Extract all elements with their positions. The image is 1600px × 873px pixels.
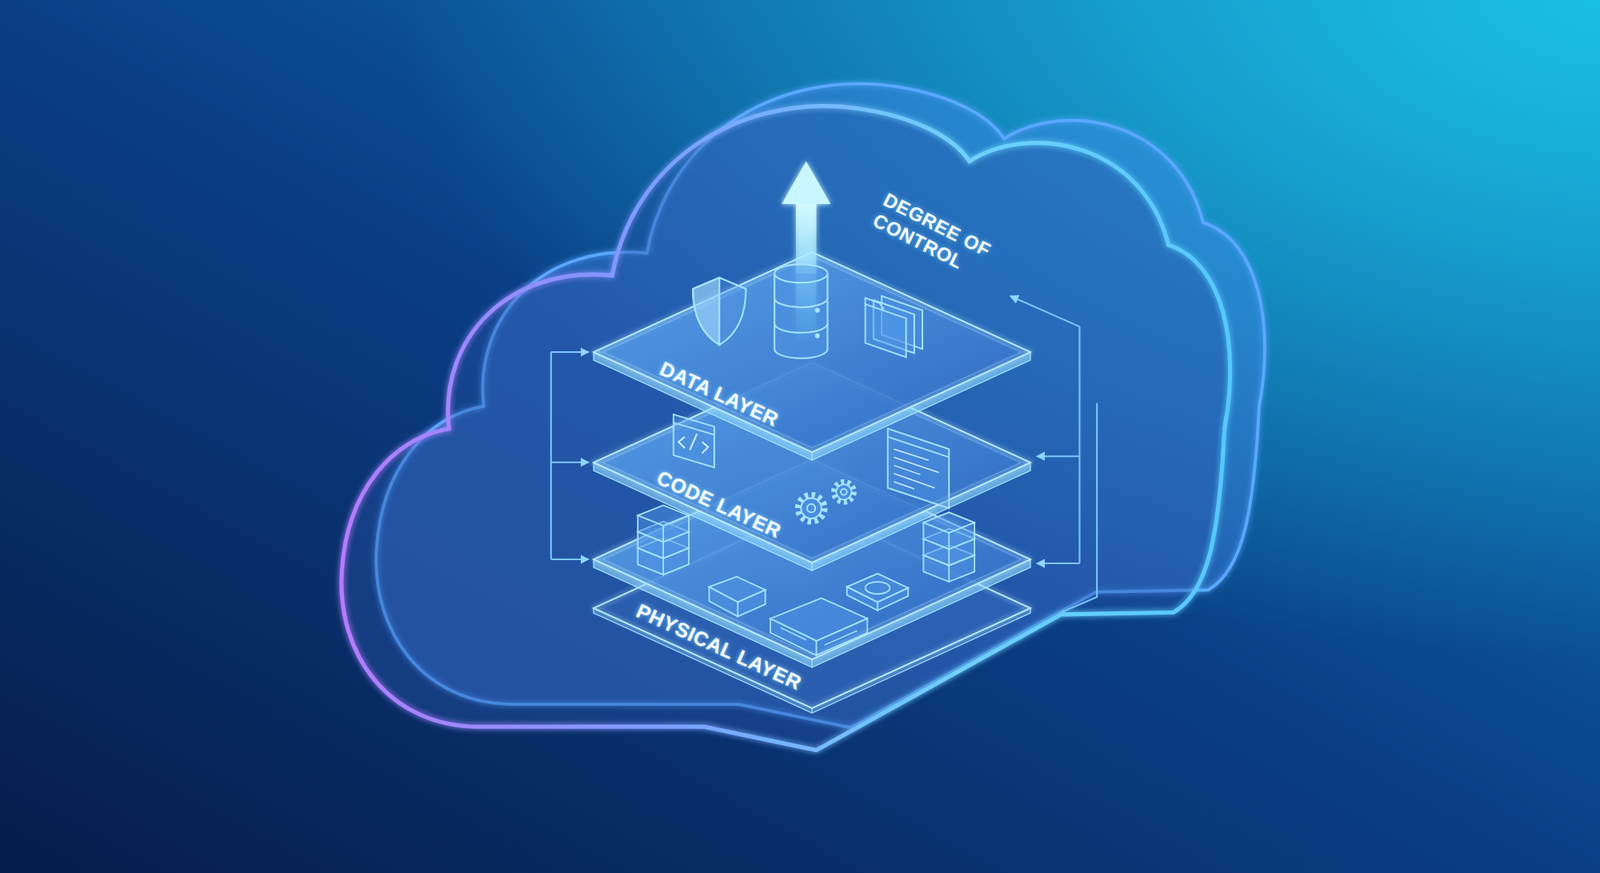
hardware-box-icon [708, 576, 765, 617]
layer-plate: DATA LAYER [590, 248, 1034, 464]
rack-top [770, 597, 868, 641]
plate-face [593, 252, 1031, 452]
disk-top [847, 573, 909, 603]
plate-inner-line [603, 256, 1021, 448]
server-unit [923, 512, 975, 549]
code-window-icon [673, 414, 715, 468]
server-unit [637, 504, 689, 542]
gear-body [800, 497, 822, 519]
axis-label-text: DEGREE OF CONTROL [868, 188, 1012, 292]
server-unit [637, 537, 689, 575]
server-unit [637, 521, 689, 559]
illustration [551, 161, 1097, 656]
panel-lines [893, 448, 939, 489]
disk-side [847, 586, 909, 610]
gear-teeth [833, 481, 855, 503]
folder-icon [865, 296, 923, 358]
database-icon [774, 264, 828, 358]
bracket-arrow [1010, 296, 1080, 327]
box-side [708, 586, 765, 616]
bracket-line [1078, 326, 1080, 564]
shield-icon [692, 277, 746, 345]
folder-tab [865, 297, 884, 309]
gear-teeth [797, 495, 824, 522]
plate-shape [590, 248, 1034, 464]
folder-sheet [873, 300, 915, 353]
gear-hub [840, 488, 848, 496]
folder-sheet [865, 304, 907, 357]
code-panel-icon [888, 428, 950, 508]
window-frame [673, 414, 715, 468]
rack-unit-icon [770, 597, 868, 655]
disk-platter [865, 581, 891, 594]
window-bar [673, 422, 715, 435]
shield-outline [692, 277, 746, 345]
plate-outline [593, 252, 1031, 452]
control-arrow [781, 161, 831, 340]
bracket-arrow [551, 351, 589, 353]
folder-sheet [881, 296, 923, 349]
cloud-outline [341, 84, 1265, 751]
server-unit [923, 544, 975, 582]
panel-bar [888, 436, 950, 458]
server-stack-icon [637, 504, 689, 575]
rack-vents [780, 627, 858, 645]
database-body [774, 273, 828, 359]
cloud-back [376, 84, 1265, 728]
server-unit [923, 528, 975, 566]
database-dot [816, 308, 820, 312]
database-dot [816, 334, 820, 338]
gear-icon [797, 495, 824, 522]
bracket-line [550, 352, 552, 560]
shield-half [692, 277, 720, 345]
code-symbol [678, 433, 708, 453]
database-ring [774, 297, 828, 332]
bracket-line [1061, 403, 1098, 612]
rack-side [770, 618, 868, 656]
layer-arrow [807, 542, 817, 576]
bracket-arrow [551, 461, 589, 464]
cloud-front [341, 106, 1231, 751]
bracket-lines [551, 296, 1097, 612]
bracket-arrow [551, 558, 589, 560]
box-top [708, 576, 765, 603]
panel-frame [888, 428, 950, 508]
bracket-arrow [1036, 455, 1080, 457]
bracket-arrow [1036, 562, 1080, 564]
layer-arrow [807, 432, 817, 479]
axis-label: DEGREE OF CONTROL [872, 216, 1008, 264]
gear-icon [833, 481, 855, 503]
gear-hub [807, 504, 816, 512]
database-top [774, 264, 828, 283]
disk-icon [847, 573, 909, 611]
server-stack-icon [923, 512, 975, 582]
control-arrow-head [781, 161, 831, 205]
control-arrow-shaft [796, 202, 817, 340]
gear-body [836, 484, 852, 500]
